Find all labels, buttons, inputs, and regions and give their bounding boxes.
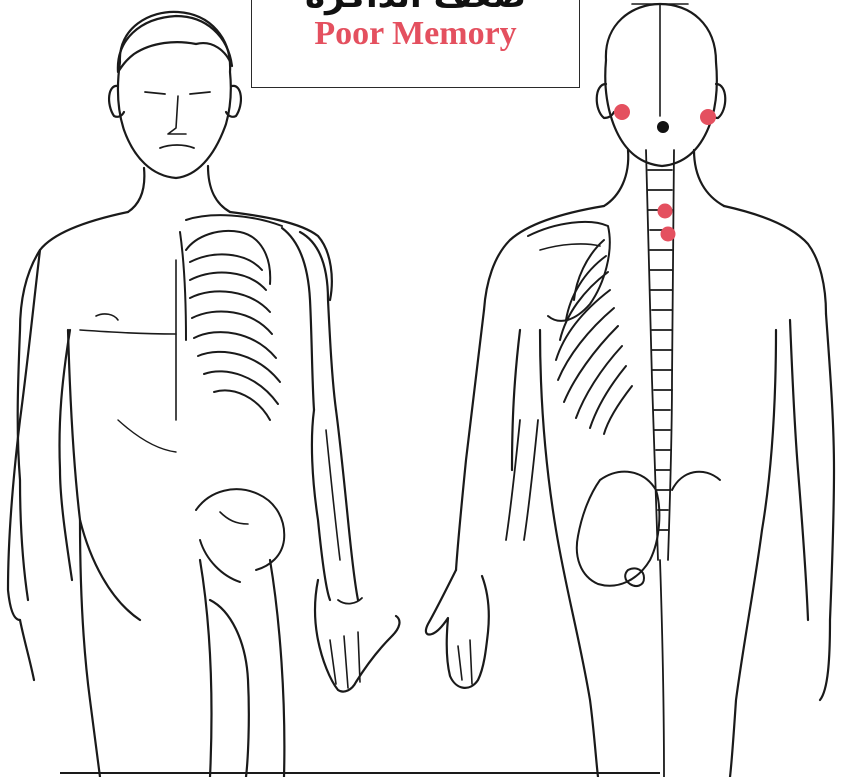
acupoint-left-mastoid — [614, 104, 630, 120]
acupoint-upper-back-1 — [658, 204, 673, 219]
acupoint-upper-back-2 — [661, 227, 676, 242]
acupoint-right-mastoid — [700, 109, 716, 125]
bottom-rule — [60, 772, 660, 774]
title-english: Poor Memory — [252, 14, 579, 54]
title-box: ضعف الذاكرة Poor Memory — [251, 0, 580, 88]
acupoint-neck-center — [657, 121, 669, 133]
